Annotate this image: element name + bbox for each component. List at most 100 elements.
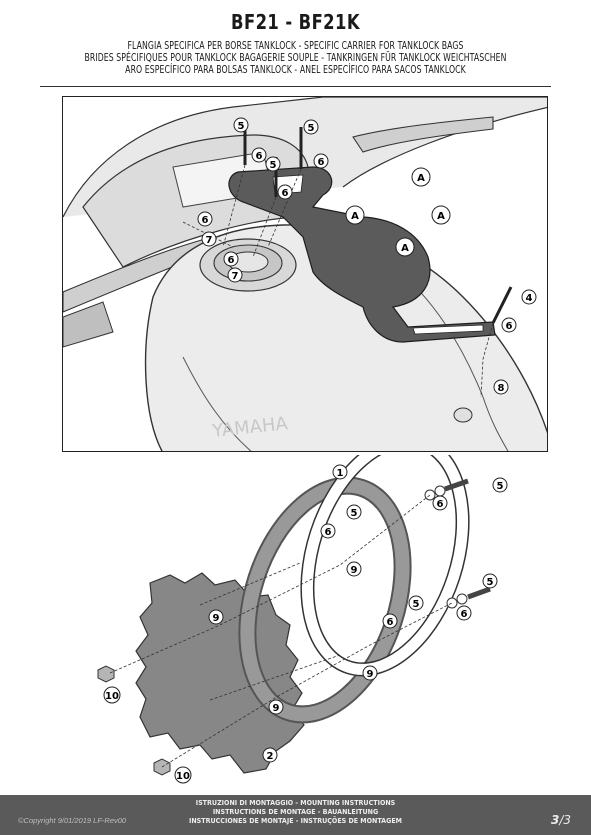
svg-text:6: 6 <box>256 151 263 162</box>
callout-two: 2 <box>262 747 278 763</box>
assembly-guide-lines <box>222 164 494 398</box>
header-divider <box>40 86 551 87</box>
subtitle-line-it-en: FLANGIA SPECIFICA PER BORSE TANKLOCK - S… <box>127 40 464 52</box>
callout-nine-a: 9 <box>208 609 224 625</box>
callout-a-2: A <box>345 205 365 225</box>
svg-text:5: 5 <box>351 508 358 519</box>
callout-six-d: 6 <box>197 211 213 227</box>
screw-right <box>467 586 491 600</box>
callout-six-f: 6 <box>501 317 517 333</box>
callout-four: 4 <box>521 289 537 305</box>
right-handlebar <box>352 116 494 153</box>
svg-text:5: 5 <box>487 577 494 588</box>
svg-text:7: 7 <box>206 235 213 246</box>
svg-text:6: 6 <box>506 321 513 332</box>
ring-exploded-view: 1 2 5 5 5 5 6 6 6 6 9 9 9 9 10 10 <box>40 455 551 790</box>
tank-contour-line <box>182 356 252 451</box>
washer-top-a <box>424 489 436 501</box>
base-plate-2 <box>135 572 305 774</box>
footer-title-block: ISTRUZIONI DI MONTAGGIO - MOUNTING INSTR… <box>0 798 591 825</box>
callout-five-a-b: 5 <box>492 477 508 493</box>
svg-text:7: 7 <box>232 271 239 282</box>
callout-six-b: 6 <box>313 153 329 169</box>
svg-text:10: 10 <box>176 771 190 782</box>
svg-text:5: 5 <box>413 599 420 610</box>
svg-text:9: 9 <box>367 669 374 680</box>
callout-eight: 8 <box>493 379 509 395</box>
washer-top-b <box>434 485 446 497</box>
tanklock-carrier-plate <box>228 166 496 343</box>
svg-text:6: 6 <box>387 617 394 628</box>
svg-text:9: 9 <box>213 613 220 624</box>
tank-assembly-illustration: YAMAHA 5 5 5 6 6 6 6 6 6 7 7 4 8 A A A A <box>62 96 548 452</box>
subtitle-line-es-pt: ARO ESPECÍFICO PARA BOLSAS TANKLOCK - AN… <box>125 64 466 76</box>
copyright-notice: ©Copyright 9/01/2019 LF-Rev00 <box>18 816 127 825</box>
svg-text:6: 6 <box>228 255 235 266</box>
document-title: BF21 - BF21K <box>231 10 360 34</box>
svg-text:9: 9 <box>351 565 358 576</box>
callout-five-b: 5 <box>303 119 319 135</box>
callout-five-c: 5 <box>265 156 281 172</box>
callout-six-b-b: 6 <box>320 523 336 539</box>
svg-text:8: 8 <box>498 383 505 394</box>
callout-group-bottom: 1 2 5 5 5 5 6 6 6 6 9 9 9 9 10 10 <box>103 464 508 784</box>
svg-text:9: 9 <box>273 703 280 714</box>
svg-text:6: 6 <box>437 499 444 510</box>
tank-assembly-drawing: YAMAHA 5 5 5 6 6 6 6 6 6 7 7 4 8 A A A A <box>63 97 547 451</box>
page-current: 3 <box>550 813 560 827</box>
svg-text:5: 5 <box>270 160 277 171</box>
svg-text:5: 5 <box>497 481 504 492</box>
screw-top <box>444 478 469 492</box>
callout-six-a-b: 6 <box>432 495 448 511</box>
callout-a-3: A <box>431 205 451 225</box>
svg-text:6: 6 <box>202 215 209 226</box>
page-total: /3 <box>559 813 571 827</box>
footer-line-es-pt: INSTRUCCIONES DE MONTAJE - INSTRUÇÕES DE… <box>188 816 402 825</box>
washer-right-a <box>446 597 458 609</box>
callout-nine-d: 9 <box>268 699 284 715</box>
callout-five-a: 5 <box>233 117 249 133</box>
svg-text:5: 5 <box>308 123 315 134</box>
svg-text:5: 5 <box>238 121 245 132</box>
svg-text:6: 6 <box>318 157 325 168</box>
svg-text:A: A <box>351 211 359 222</box>
svg-text:6: 6 <box>325 527 332 538</box>
callout-ten-a: 10 <box>103 686 121 704</box>
callout-a-4: A <box>395 237 415 257</box>
svg-text:1: 1 <box>337 468 344 479</box>
rear-mount-point <box>453 407 473 423</box>
svg-text:2: 2 <box>267 751 274 762</box>
footer-line-fr-de: INSTRUCTIONS DE MONTAGE - BAUANLEITUNG <box>212 807 379 816</box>
nut-top <box>97 665 115 683</box>
left-switch-block <box>63 301 114 348</box>
page-number: 3/3 <box>551 813 571 827</box>
screw-rear <box>491 286 513 324</box>
exploded-guide-lines <box>109 494 453 768</box>
svg-text:6: 6 <box>461 609 468 620</box>
front-ring-1-face <box>301 455 469 675</box>
callout-ten-b: 10 <box>174 766 192 784</box>
svg-text:10: 10 <box>105 691 119 702</box>
washer-right-b <box>456 593 468 605</box>
callout-nine-c: 9 <box>362 665 378 681</box>
callout-nine-b: 9 <box>346 561 362 577</box>
callout-seven-a: 7 <box>201 231 217 247</box>
svg-text:A: A <box>417 173 425 184</box>
callout-one: 1 <box>332 464 348 480</box>
subtitle-line-fr-de: BRIDES SPÉCIFIQUES POUR TANKLOCK BAGAGER… <box>84 52 507 64</box>
svg-text:4: 4 <box>526 293 533 304</box>
callout-a-1: A <box>411 167 431 187</box>
callout-six-c: 6 <box>277 184 293 200</box>
ring-exploded-drawing: 1 2 5 5 5 5 6 6 6 6 9 9 9 9 10 10 <box>97 455 508 784</box>
callout-five-d-b: 5 <box>408 595 424 611</box>
callout-six-a: 6 <box>251 147 267 163</box>
callout-six-c-b: 6 <box>456 605 472 621</box>
callout-five-b-b: 5 <box>346 504 362 520</box>
callout-group-top: 5 5 5 6 6 6 6 6 6 7 7 4 8 A A A A <box>197 117 537 395</box>
callout-seven-b: 7 <box>227 267 243 283</box>
footer-line-it-en: ISTRUZIONI DI MONTAGGIO - MOUNTING INSTR… <box>195 798 396 807</box>
svg-text:6: 6 <box>282 188 289 199</box>
callout-five-c-b: 5 <box>482 573 498 589</box>
callout-six-e: 6 <box>223 251 239 267</box>
svg-text:A: A <box>401 243 409 254</box>
